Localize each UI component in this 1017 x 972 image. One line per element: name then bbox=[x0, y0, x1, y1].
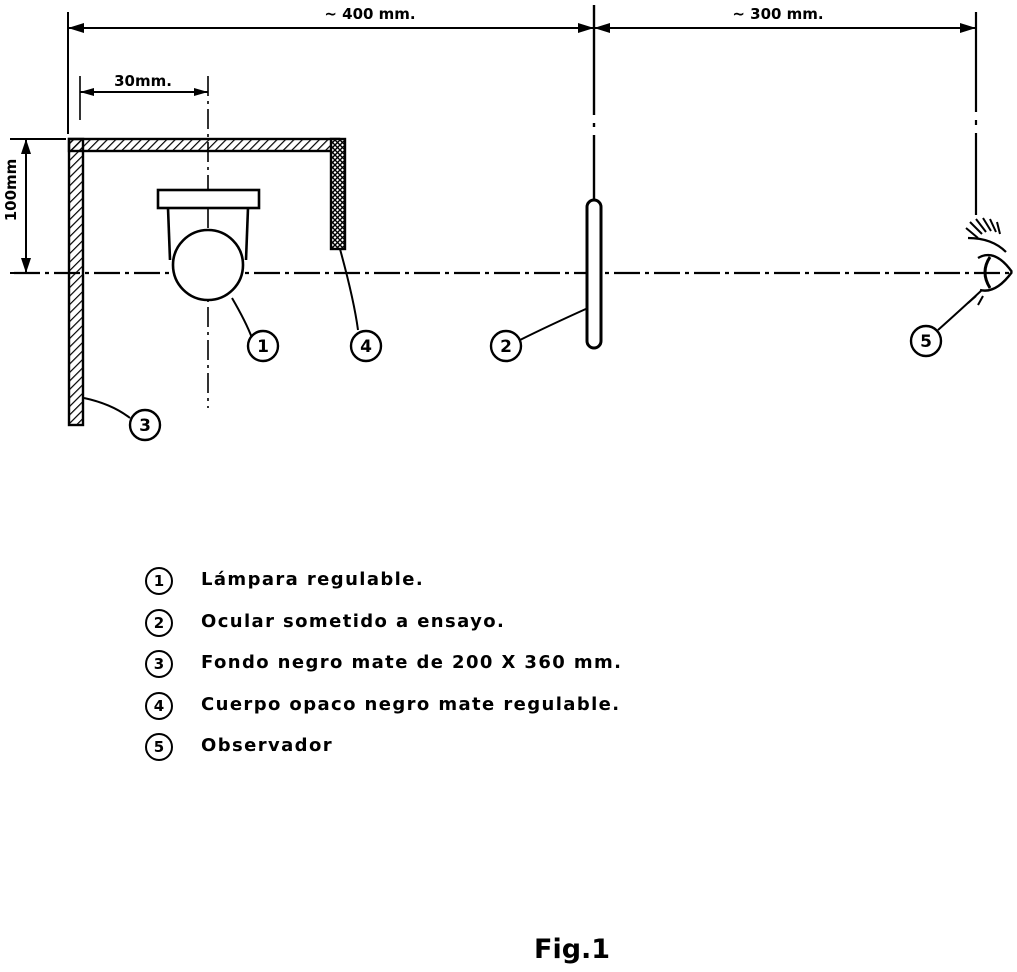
svg-text:4: 4 bbox=[360, 337, 372, 357]
legend-item: 4 Cuerpo opaco negro mate regulable. bbox=[143, 691, 743, 720]
dimension-100-label: 100mm bbox=[2, 159, 20, 222]
svg-text:2: 2 bbox=[500, 337, 512, 357]
callout-1: 1 bbox=[246, 329, 280, 363]
ocular-lens bbox=[585, 198, 603, 350]
legend-item: 2 Ocular sometido a ensayo. bbox=[143, 608, 743, 637]
black-background-panel bbox=[67, 137, 341, 427]
legend-item: 5 Observador bbox=[143, 732, 743, 761]
dimension-400mm: ~ 400 mm. bbox=[68, 4, 594, 33]
opaque-body bbox=[329, 137, 347, 251]
legend-number: 2 bbox=[145, 608, 173, 637]
legend-item: 1 Lámpara regulable. bbox=[143, 566, 743, 595]
test-setup-diagram: ~ 400 mm. ~ 300 mm. 30mm. 100mm bbox=[2, 4, 1013, 442]
svg-text:1: 1 bbox=[257, 337, 269, 357]
legend: 1 Lámpara regulable. 2 Ocular sometido a… bbox=[143, 566, 743, 774]
observer-eye-icon bbox=[965, 217, 1013, 306]
dimension-400-label: ~ 400 mm. bbox=[324, 5, 415, 23]
dimension-30-label: 30mm. bbox=[114, 72, 172, 90]
legend-number: 1 bbox=[145, 567, 173, 595]
legend-text: Observador bbox=[201, 735, 333, 756]
dimension-300-label: ~ 300 mm. bbox=[732, 5, 823, 23]
legend-text: Lámpara regulable. bbox=[201, 569, 425, 590]
legend-text: Fondo negro mate de 200 X 360 mm. bbox=[201, 652, 623, 673]
svg-text:5: 5 bbox=[920, 332, 932, 352]
figure-caption: Fig.1 bbox=[534, 934, 611, 965]
callout-3: 3 bbox=[128, 408, 162, 442]
legend-text: Ocular sometido a ensayo. bbox=[201, 610, 506, 632]
dimension-100mm: 100mm bbox=[2, 139, 31, 273]
dimension-300mm: ~ 300 mm. bbox=[594, 4, 976, 33]
legend-number: 4 bbox=[145, 691, 173, 720]
dimension-30mm: 30mm. bbox=[79, 72, 208, 120]
callout-2: 2 bbox=[489, 329, 523, 363]
svg-text:3: 3 bbox=[139, 416, 151, 436]
callout-4: 4 bbox=[349, 329, 383, 363]
legend-text: Cuerpo opaco negro mate regulable. bbox=[201, 693, 621, 715]
legend-item: 3 Fondo negro mate de 200 X 360 mm. bbox=[143, 649, 743, 678]
callout-5: 5 bbox=[909, 324, 943, 358]
legend-number: 5 bbox=[145, 733, 173, 761]
adjustable-lamp bbox=[156, 188, 261, 302]
legend-number: 3 bbox=[145, 650, 173, 678]
